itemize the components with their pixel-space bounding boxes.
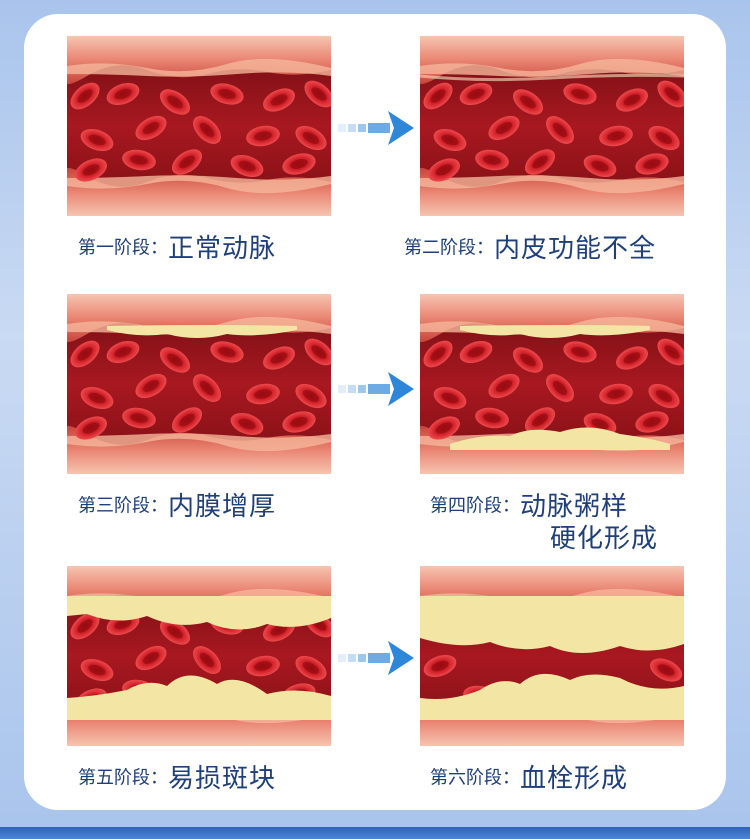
- stage-2-prefix: 第二阶段：: [404, 237, 494, 259]
- stage-4-caption-line2: 硬化形成: [550, 518, 658, 555]
- stage-2-artery-illustration: [420, 36, 684, 216]
- stage-1-title: 正常动脉: [168, 234, 277, 264]
- stage-5-prefix: 第五阶段：: [78, 767, 168, 789]
- stage-6-prefix: 第六阶段：: [430, 767, 520, 789]
- arrow-stage-3-to-4: [338, 372, 414, 406]
- stage-2-caption: 第二阶段：内皮功能不全: [404, 228, 656, 265]
- stage-4-title: 动脉粥样: [520, 492, 629, 522]
- stage-4-title-line2: 硬化形成: [550, 524, 659, 554]
- stage-3-title: 内膜增厚: [168, 492, 277, 522]
- stage-6-caption: 第六阶段：血栓形成: [430, 758, 628, 795]
- stage-4-prefix: 第四阶段：: [430, 495, 520, 517]
- stage-6-title: 血栓形成: [520, 764, 629, 794]
- stage-6-artery-illustration: [420, 566, 684, 746]
- stage-5-caption: 第五阶段：易损斑块: [78, 758, 276, 795]
- arrow-stage-5-to-6: [338, 641, 414, 675]
- stage-3-prefix: 第三阶段：: [78, 495, 168, 517]
- arrow-stage-1-to-2: [338, 111, 414, 145]
- stage-3-artery-illustration: [67, 294, 331, 474]
- stage-3-caption: 第三阶段：内膜增厚: [78, 486, 276, 523]
- stage-4-artery-illustration: [420, 294, 684, 474]
- stage-1-prefix: 第一阶段：: [78, 237, 168, 259]
- stage-4-caption: 第四阶段：动脉粥样: [430, 486, 628, 523]
- stage-2-title: 内皮功能不全: [494, 234, 657, 264]
- bottom-strip: [0, 827, 750, 839]
- stage-1-artery-illustration: [67, 36, 331, 216]
- stage-1-caption: 第一阶段：正常动脉: [78, 228, 276, 265]
- stage-5-artery-illustration: [67, 566, 331, 746]
- stage-5-title: 易损斑块: [168, 764, 277, 794]
